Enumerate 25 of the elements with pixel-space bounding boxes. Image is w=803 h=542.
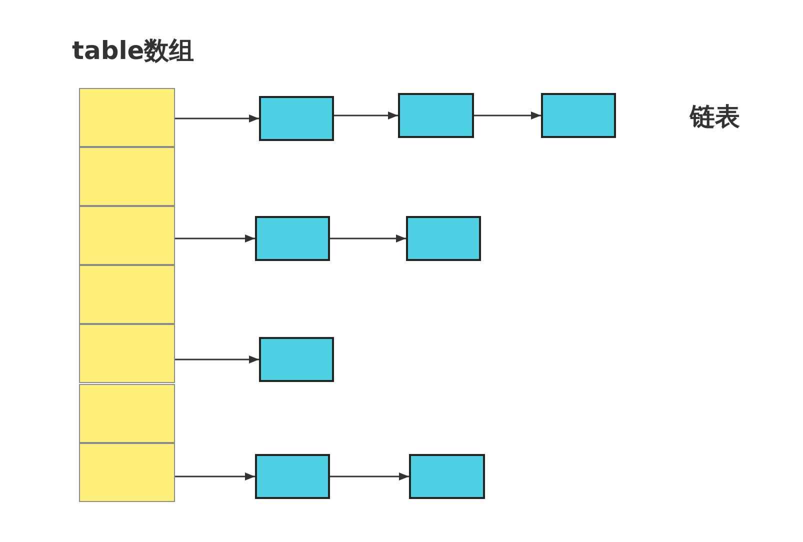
- list-node-box: [409, 454, 485, 499]
- arrow: [175, 356, 259, 364]
- arrow: [175, 114, 259, 122]
- label: 链表: [690, 101, 740, 133]
- list-node-box: [398, 93, 474, 138]
- arrow: [334, 112, 398, 120]
- arrow: [175, 472, 255, 480]
- list-node-box: [255, 216, 330, 261]
- array-cell: [79, 88, 175, 148]
- array-cell: [79, 384, 175, 443]
- list-node-box: [541, 93, 616, 138]
- arrow: [175, 234, 255, 242]
- title: table数组: [72, 35, 194, 67]
- arrow: [330, 472, 409, 480]
- list-node-box: [259, 337, 334, 382]
- arrow: [330, 234, 406, 242]
- array-cell: [79, 206, 175, 266]
- array-cell: [79, 147, 175, 206]
- list-node-box: [255, 454, 330, 499]
- array-cell: [79, 265, 175, 324]
- list-node-box: [406, 216, 481, 261]
- arrow: [474, 112, 541, 120]
- array-cell: [79, 442, 175, 502]
- array-cell: [79, 324, 175, 384]
- list-node-box: [259, 96, 334, 141]
